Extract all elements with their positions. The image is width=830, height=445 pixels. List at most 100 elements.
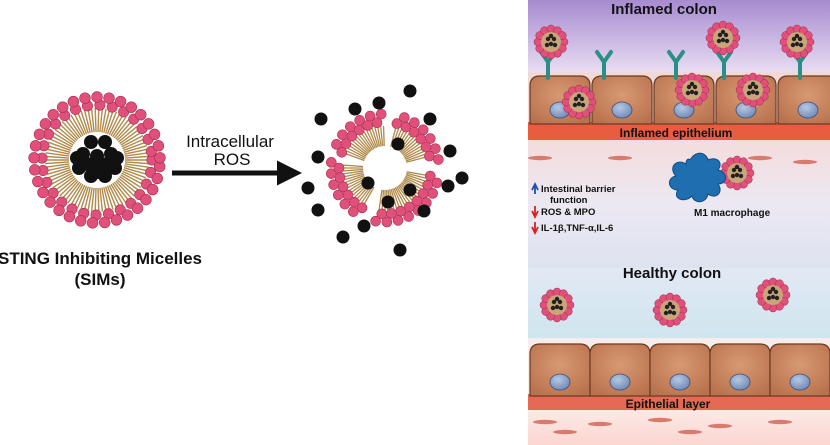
drug-particle [723, 32, 729, 38]
lipid-tail [103, 186, 111, 211]
lipid-head [337, 181, 349, 193]
lipid-tail [119, 128, 140, 145]
drug-particle [737, 167, 743, 173]
drug-particle [774, 295, 780, 301]
drug-particle [84, 135, 98, 149]
lipid-tail [54, 175, 75, 192]
lipid-head [86, 217, 99, 229]
lipid-head [422, 179, 433, 191]
lipid-tail [47, 168, 71, 179]
lipid-tail [83, 109, 91, 134]
lipid-tail [46, 167, 71, 176]
lipid-tail [119, 175, 140, 192]
nanoparticle [539, 287, 575, 323]
lipid-tail [45, 161, 70, 165]
lipid-tail [350, 142, 368, 156]
lipid-head [347, 206, 359, 217]
lipid-tail [117, 177, 138, 194]
macrophage-label: M1 macrophage [694, 208, 771, 219]
lipid-head [344, 121, 356, 132]
lipid-head [121, 209, 134, 221]
lipid-head [67, 95, 80, 108]
lipid-head [427, 188, 438, 199]
lipid-tail [394, 187, 406, 206]
drug-particle [794, 41, 800, 47]
lipid-head [332, 189, 344, 201]
lipid-head [29, 164, 41, 176]
lipid-tail [363, 186, 375, 205]
vessel-dash [528, 155, 552, 161]
nanoparticle [755, 277, 791, 313]
lipid-tail [366, 129, 376, 149]
lipid-head [430, 143, 441, 154]
inflamed-epithelium-label: Inflamed epithelium [620, 126, 733, 140]
lipid-tail [399, 136, 415, 153]
lipid-tail [117, 126, 138, 143]
lipid-head [333, 162, 345, 174]
nucleus [549, 373, 571, 391]
vessel-dash [678, 429, 702, 435]
nucleus [797, 101, 819, 119]
lipid-tail [94, 187, 97, 212]
drug-particle [686, 84, 692, 90]
lipid-tail [354, 138, 370, 154]
drug-particle [750, 81, 756, 87]
nanoparticle [705, 20, 741, 56]
lipid-head [53, 204, 65, 217]
inflamed-cells [529, 75, 830, 125]
lipid-tail [349, 145, 367, 157]
effects-list: Intestinal barrier function ROS & MPO IL… [531, 181, 616, 236]
lipid-tail [346, 150, 366, 160]
nanoparticle [719, 155, 755, 191]
released-drug [336, 230, 350, 244]
vessel-dash [553, 429, 577, 435]
vessel-dash [708, 423, 732, 429]
vessel-dash [748, 155, 772, 161]
lipid-head [336, 146, 348, 158]
released-drug [314, 112, 328, 126]
lipid-tail [110, 183, 124, 206]
drug-particle [750, 89, 756, 95]
lipid-tail [379, 126, 384, 147]
lipid-tail [97, 108, 100, 133]
lipid-head [433, 154, 444, 165]
lipid-tail [122, 170, 145, 182]
effect-1b: function [550, 195, 588, 206]
lipid-tail [45, 155, 70, 159]
colon-panel [528, 0, 830, 445]
disassembled-micelle [301, 84, 469, 257]
lipid-tail [123, 167, 148, 176]
vessel-dash [768, 419, 792, 425]
drug-particle [791, 36, 797, 42]
lipid-tail [404, 148, 423, 159]
lipid-tail [70, 183, 84, 206]
m1-macrophage [669, 152, 726, 203]
lipid-tail [345, 153, 365, 162]
lipid-tail [106, 111, 118, 135]
drug-particle [551, 299, 557, 305]
lipid-tail [352, 140, 369, 155]
lipid-tail [356, 136, 371, 153]
lipid-tail [406, 171, 427, 176]
drug-particle [717, 32, 723, 38]
drug-particle [770, 294, 776, 300]
lipid-head [362, 120, 374, 131]
lipid-tail [124, 165, 149, 172]
lipid-tail [87, 108, 93, 133]
lipid-head [98, 216, 111, 229]
lipid-tail [101, 108, 107, 133]
lipid-tail [47, 141, 71, 152]
vessel-dash [793, 159, 817, 165]
epithelial-layer-band [528, 394, 830, 410]
vessel-dash [533, 419, 557, 425]
lipid-tail [124, 155, 149, 159]
lipid-tail [76, 185, 88, 209]
drug-particle [747, 84, 753, 90]
lipid-head [364, 110, 376, 122]
drug-particle [790, 42, 796, 48]
drug-particle [667, 301, 673, 307]
drug-particle [746, 90, 752, 96]
lipid-tail [405, 175, 425, 185]
lipid-head [399, 112, 410, 123]
